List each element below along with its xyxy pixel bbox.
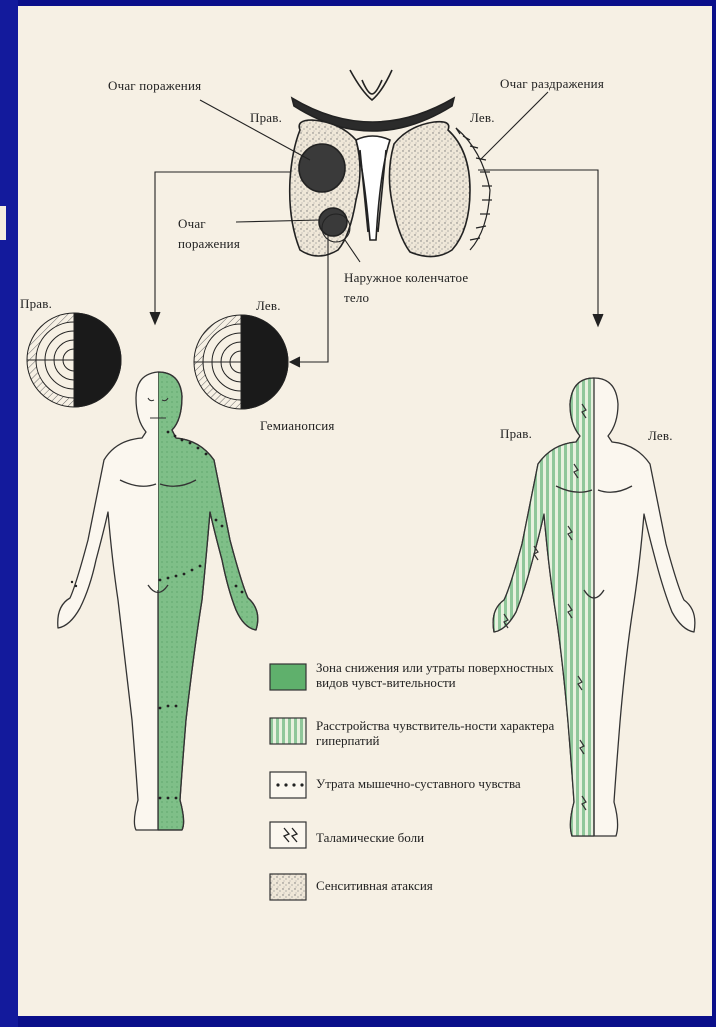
affected-half-green	[158, 372, 258, 830]
label-right-field: Прав.	[20, 296, 52, 312]
label-right-top: Прав.	[250, 110, 282, 126]
visual-field-right	[27, 313, 121, 407]
label-lgn-2: тело	[344, 290, 369, 306]
label-right-figure: Прав.	[500, 426, 532, 442]
label-left-figure: Лев.	[648, 428, 673, 444]
legend-swatches	[270, 664, 306, 900]
label-lesion-top: Очаг поражения	[108, 78, 201, 94]
legend-swatch-green-stripes	[270, 718, 306, 744]
brain-diagram	[290, 70, 492, 257]
legend-text-green-stripes: Расстройства чувствитель-ности характера…	[316, 718, 556, 748]
legend-swatch-green-fill	[270, 664, 306, 690]
visual-field-left	[194, 315, 288, 409]
body-figure-right	[493, 378, 695, 836]
body-figure-left	[58, 372, 258, 830]
legend-text-dots: Утрата мышечно-суставного чувства	[316, 776, 556, 791]
legend-swatch-stipple	[270, 874, 306, 900]
legend-text-green-fill: Зона снижения или утраты поверхностных в…	[316, 660, 556, 690]
label-left-top: Лев.	[470, 110, 495, 126]
lesion-focus-large	[299, 144, 345, 192]
label-lgn-1: Наружное коленчатое	[344, 270, 468, 286]
label-lesion-small-1: Очаг	[178, 216, 206, 232]
label-lesion-small-2: поражения	[178, 236, 240, 252]
label-irritation-focus: Очаг раздражения	[500, 76, 604, 92]
left-hemisphere	[389, 122, 470, 257]
legend-text-stipple: Сенситивная атаксия	[316, 878, 556, 893]
label-left-field: Лев.	[256, 298, 281, 314]
affected-half-stripes	[493, 378, 594, 836]
legend-text-arrows: Таламические боли	[316, 830, 556, 845]
label-hemianopsia: Гемианопсия	[260, 418, 335, 434]
